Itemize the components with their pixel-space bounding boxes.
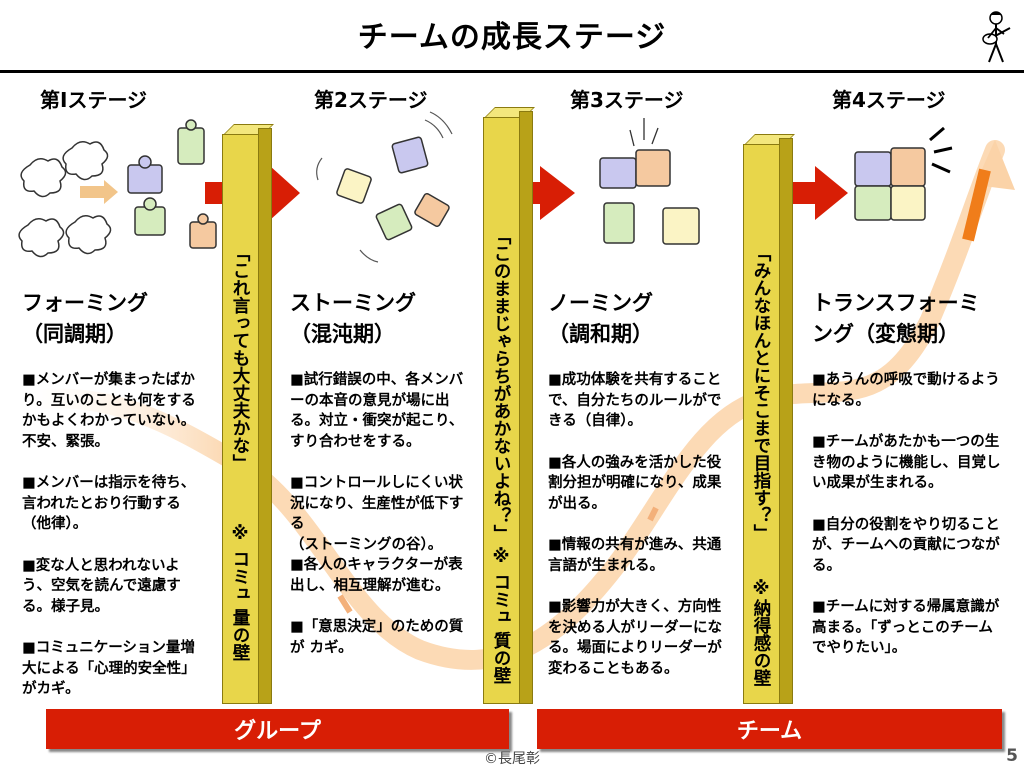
description-item: ■試行錯誤の中、各メンバーの本音の意見が場に出る。対立・衝突が起こり、すり合わせ… [290, 370, 476, 452]
phase-name-line: （同調期） [22, 319, 148, 350]
phase-name-line: ング（変態期） [812, 319, 980, 350]
wall-quote-3: 「みんなほんとにそこまで目指す？」 [748, 244, 774, 542]
wall-note-1: ※ コミュ 量の壁 [227, 524, 253, 661]
wall-pillar-2: 「このままじゃらちがあかないよね？」 ※ コミュ 質の壁 [483, 107, 521, 704]
wall-pillar-1: 「これ言っても大丈夫かな」 ※ コミュ 量の壁 [222, 124, 260, 704]
stage-description-4: ■あうんの呼吸で動けるようになる。 ■チームがあたかも一つの生き物のように機能し… [812, 370, 1002, 680]
stage-label-4: 第4ステージ [832, 84, 946, 113]
phase-name-line: ノーミング [548, 288, 653, 319]
description-item: ■自分の役割をやり切ることが、チームへの貢献につながる。 [812, 515, 1002, 577]
wall-quote-2: 「このままじゃらちがあかないよね？」 [488, 227, 514, 542]
group-bar: グループ [46, 709, 509, 749]
description-item: ■メンバーが集まったばかり。互いのことも何をするかもよくわかっていない。不安、緊… [22, 370, 204, 452]
arrow-right-icon [785, 166, 848, 220]
description-item: ■各人の強みを活かした役割分担が明確になり、成果が出る。 [548, 453, 728, 515]
phase-name-4: トランスフォーミ ング（変態期） [812, 288, 980, 350]
puzzle-piece-icon [600, 150, 699, 244]
stage-description-3: ■成功体験を共有することで、自分たちのルールができる（自律）。 ■各人の強みを活… [548, 370, 728, 700]
description-item: ■コントロールしにくい状況になり、生産性が低下する （ストーミングの谷）。 ■各… [290, 473, 476, 596]
description-item: ■変な人と思われないよう、空気を読んで遠慮する。様子見。 [22, 556, 204, 618]
outline-puzzle-icon [19, 142, 110, 257]
description-item: ■影響力が大きく、方向性を決める人がリーダーになる。場面によりリーダーが変わるこ… [548, 597, 728, 679]
puzzle-piece-icon [855, 148, 925, 220]
stage-label-2: 第2ステージ [314, 84, 428, 113]
phase-name-1: フォーミング （同調期） [22, 288, 148, 350]
arrow-right-icon [80, 180, 118, 204]
description-item: ■「意思決定」のための質が カギ。 [290, 617, 476, 658]
description-item: ■メンバーは指示を待ち、言われたとおり行動する（他律）。 [22, 473, 204, 535]
description-item: ■情報の共有が進み、共通言語が生まれる。 [548, 535, 728, 576]
stage-label-3: 第3ステージ [570, 84, 684, 113]
description-item: ■チームがあたかも一つの生き物のように機能し、目覚しい成果が生まれる。 [812, 432, 1002, 494]
phase-name-line: （混沌期） [290, 319, 416, 350]
description-item: ■チームに対する帰属意識が高まる。「ずっとこのチームでやりたい」。 [812, 597, 1002, 659]
wall-note-2: ※ コミュ 質の壁 [488, 547, 514, 684]
phase-name-line: （調和期） [548, 319, 653, 350]
phase-name-line: ストーミング [290, 288, 416, 319]
stage-description-1: ■メンバーが集まったばかり。互いのことも何をするかもよくわかっていない。不安、緊… [22, 370, 204, 721]
wall-pillar-3: 「みんなほんとにそこまで目指す？」 ※納得感の壁 [743, 134, 781, 704]
phase-name-3: ノーミング （調和期） [548, 288, 653, 350]
description-item: ■コミュニケーション量増大による「心理的安全性」がカギ。 [22, 638, 204, 700]
stage-description-2: ■試行錯誤の中、各メンバーの本音の意見が場に出る。対立・衝突が起こり、すり合わせ… [290, 370, 476, 679]
puzzle-piece-icon [336, 137, 450, 241]
phase-name-2: ストーミング （混沌期） [290, 288, 416, 350]
wall-note-3: ※納得感の壁 [748, 579, 774, 687]
team-bar: チーム [537, 709, 1002, 749]
stage-label-1: 第Ⅰステージ [40, 84, 147, 113]
phase-name-line: フォーミング [22, 288, 148, 319]
copyright: ©長尾彰 [0, 748, 1024, 768]
phase-name-line: トランスフォーミ [812, 288, 980, 319]
wall-quote-1: 「これ言っても大丈夫かな」 [227, 244, 253, 472]
description-item: ■成功体験を共有することで、自分たちのルールができる（自律）。 [548, 370, 728, 432]
puzzle-piece-icon [128, 120, 216, 248]
description-item: ■あうんの呼吸で動けるようになる。 [812, 370, 1002, 411]
page-number: 5 [1006, 746, 1018, 766]
